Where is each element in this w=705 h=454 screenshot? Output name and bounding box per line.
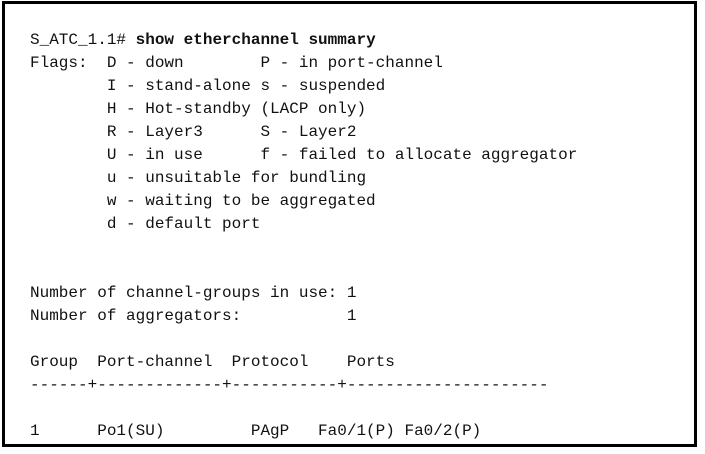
- blank-line: [30, 328, 577, 351]
- blank-line: [30, 259, 577, 282]
- cli-prompt: S_ATC_1.1#: [30, 31, 127, 49]
- table-row: 1 Po1(SU) PAgP Fa0/1(P) Fa0/2(P): [30, 422, 482, 440]
- flags-line-8: d - default port: [30, 215, 261, 233]
- blank-line: [30, 397, 577, 420]
- flags-line-6: u - unsuitable for bundling: [30, 169, 367, 187]
- table-header: Group Port-channel Protocol Ports: [30, 353, 395, 371]
- flags-line-1: Flags: D - down P - in port-channel: [30, 54, 443, 72]
- channel-groups-line: Number of channel-groups in use: 1: [30, 284, 357, 302]
- flags-line-7: w - waiting to be aggregated: [30, 192, 376, 210]
- flags-line-2: I - stand-alone s - suspended: [30, 77, 386, 95]
- blank-line: [30, 236, 577, 259]
- table-separator: ------+-------------+-----------+-------…: [30, 376, 549, 394]
- flags-line-3: H - Hot-standby (LACP only): [30, 100, 367, 118]
- aggregators-line: Number of aggregators: 1: [30, 307, 357, 325]
- flags-line-5: U - in use f - failed to allocate aggreg…: [30, 146, 578, 164]
- cli-command: show etherchannel summary: [135, 31, 376, 49]
- flags-line-4: R - Layer3 S - Layer2: [30, 123, 357, 141]
- command-line: S_ATC_1.1# show etherchannel summary: [30, 29, 577, 52]
